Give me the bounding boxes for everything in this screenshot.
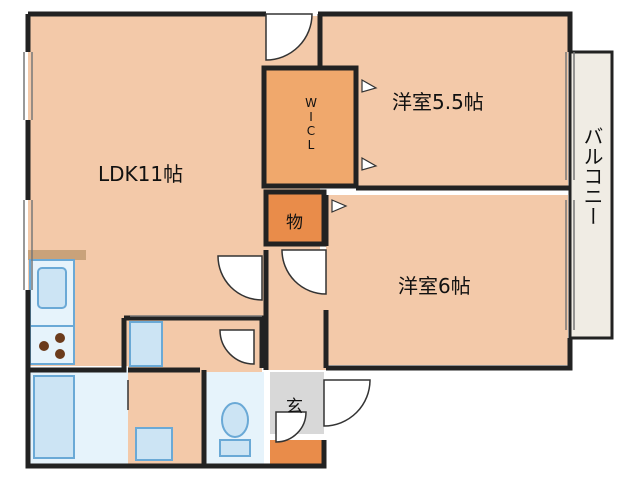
toilet-tank — [219, 439, 251, 457]
burner — [39, 341, 49, 351]
bathtub — [33, 375, 75, 459]
room-label-western-a: 洋室5.5帖 — [392, 90, 484, 114]
closet-door-markers — [331, 78, 378, 213]
washing-machine-space — [129, 321, 163, 367]
sink — [37, 267, 67, 309]
toilet — [221, 402, 249, 438]
doors — [127, 13, 371, 443]
storage-floor — [263, 189, 327, 247]
room-label-wic: W I C L — [305, 96, 317, 152]
windows — [23, 52, 575, 330]
walls — [25, 11, 573, 469]
room-label-entrance: 玄 — [286, 397, 303, 417]
western-room-a-floor — [320, 16, 568, 188]
room-label-ldk: LDK11帖 — [98, 162, 184, 186]
western-room-b-floor — [326, 195, 568, 365]
kitchen-counter — [28, 250, 86, 260]
room-label-balcony: バルコニー — [580, 126, 604, 226]
balcony — [568, 50, 614, 340]
burner — [55, 349, 65, 359]
shoe-box — [270, 440, 324, 464]
wic-floor — [261, 65, 359, 189]
stove — [29, 325, 75, 365]
washbasin — [135, 427, 173, 461]
room-label-western-b: 洋室6帖 — [398, 274, 471, 298]
room-label-storage: 物 — [286, 213, 303, 233]
burner — [55, 333, 65, 343]
